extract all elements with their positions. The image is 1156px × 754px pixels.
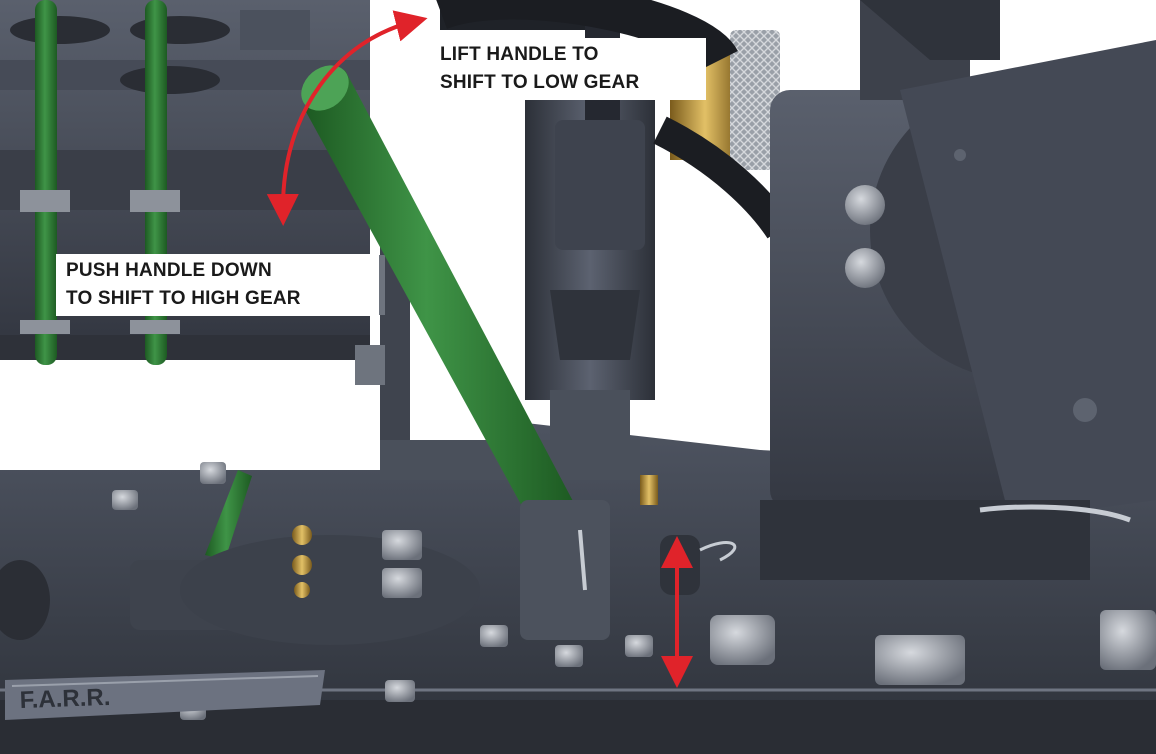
nameplate-text: F.A.R.R.: [19, 684, 111, 714]
bolts: [112, 462, 1156, 720]
high-gear-callout: PUSH HANDLE DOWN TO SHIFT TO HIGH GEAR: [56, 254, 379, 316]
nameplate: [5, 670, 325, 720]
curved-double-arrow-icon: [266, 10, 428, 226]
low-gear-callout-line2: SHIFT TO LOW GEAR: [440, 72, 640, 93]
low-gear-callout: LIFT HANDLE TO SHIFT TO LOW GEAR: [430, 38, 706, 100]
motor-housing: [760, 0, 1156, 580]
high-gear-callout-line1: PUSH HANDLE DOWN: [66, 260, 272, 281]
high-gear-callout-line2: TO SHIFT TO HIGH GEAR: [66, 288, 301, 309]
low-gear-callout-line1: LIFT HANDLE TO: [440, 44, 599, 65]
gear-disc: [180, 535, 480, 645]
grease-fittings: [292, 475, 658, 598]
